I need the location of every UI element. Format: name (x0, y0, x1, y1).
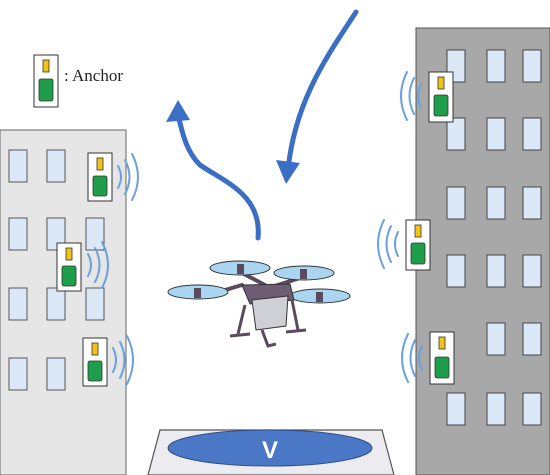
landing-pad: V (147, 429, 395, 475)
arrow-takeoff-head (166, 100, 190, 122)
anchor-right-3 (429, 331, 455, 385)
arrow-landing (285, 9, 359, 173)
arrow-landing-head (276, 160, 300, 184)
anchor-right-1 (428, 71, 454, 123)
landing-pad-label: V (262, 437, 278, 464)
arrow-takeoff (175, 112, 261, 241)
signal-waves (87, 71, 423, 385)
anchor-left-1 (87, 152, 113, 202)
anchor-icon (33, 54, 59, 108)
anchor-left-3 (82, 337, 108, 387)
left-building-windows (8, 149, 105, 391)
anchor-left-2 (56, 242, 82, 292)
right-building-windows (446, 49, 542, 426)
drone (167, 248, 351, 356)
anchor-right-2 (405, 219, 431, 271)
legend-anchor-label: : Anchor (64, 66, 124, 85)
